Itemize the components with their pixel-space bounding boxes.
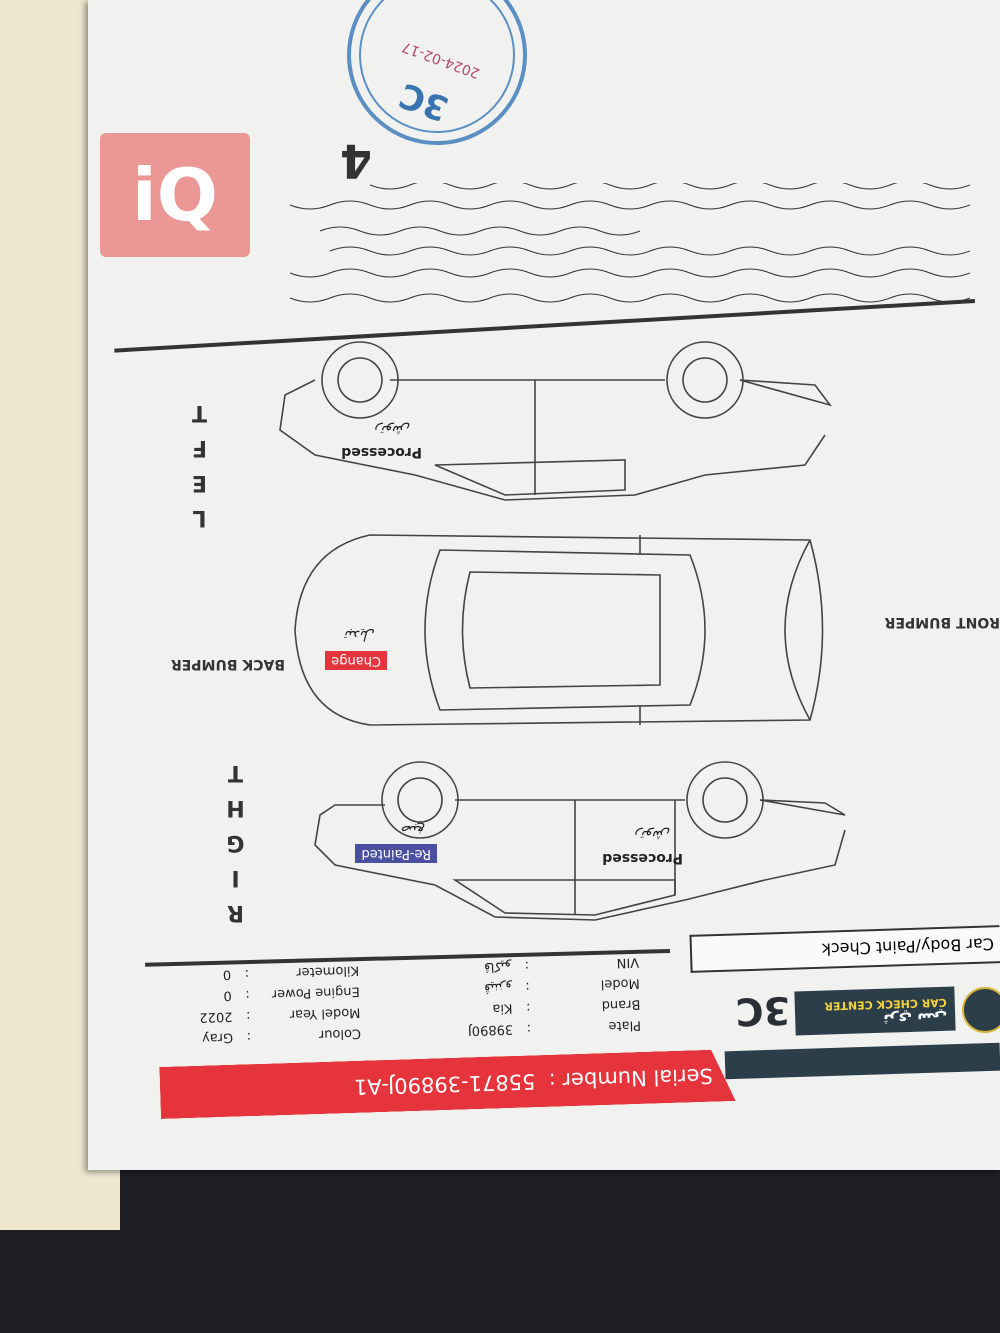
field-label: Brand	[601, 996, 641, 1013]
back-bumper-label: BACK BUMPER	[170, 656, 285, 672]
handwritten-note: صبغ	[401, 822, 425, 838]
field-label: Engine Power	[271, 983, 360, 1002]
handwritten-note: رتوش	[635, 827, 670, 843]
handwritten-number: 4	[339, 134, 372, 188]
section-title: Car Body/Paint Check	[689, 925, 1000, 973]
vehicle-info-right: Colour:Gray Model Year:2022 Engine Power…	[198, 956, 362, 1046]
change-badge: Change	[325, 651, 387, 670]
serial-value: 55871-39890J-A1	[353, 1069, 536, 1099]
field-value: Kia	[492, 1000, 513, 1016]
serial-banner: Serial Number : 55871-39890J-A1	[159, 1049, 735, 1119]
car-right-side-diagram	[314, 761, 846, 921]
iq-watermark-logo: iQ	[100, 133, 250, 257]
field-label: Colour	[318, 1025, 362, 1042]
processed-label: Processed	[341, 444, 422, 460]
field-value: 39890J	[467, 1021, 514, 1038]
field-value: 2022	[199, 1008, 233, 1025]
right-view-label: RIGHT	[223, 750, 248, 925]
handwritten-arabic-notes	[289, 183, 970, 303]
left-view-label: LEFT	[187, 390, 212, 530]
field-value: 0	[223, 987, 233, 1003]
car-left-side-diagram	[279, 341, 833, 501]
vehicle-info-left: Plate:39890J Brand:Kia Model:ڤينزو VIN:ڤ…	[466, 948, 642, 1037]
logo-emblem-icon	[962, 987, 1000, 1033]
field-value: Gray	[201, 1029, 234, 1046]
handwritten-note: تبديل	[345, 627, 375, 643]
brand-logo: ثري سي CAR CHECK CENTER	[794, 986, 956, 1036]
field-label: Model Year	[289, 1004, 361, 1022]
front-bumper-label: RONT BUMPER	[884, 614, 1000, 630]
field-value: ڤينزو	[484, 979, 513, 996]
car-top-diagram	[294, 534, 824, 726]
repainted-badge: Re-Painted	[355, 844, 437, 863]
field-label: Plate	[608, 1017, 642, 1034]
handwritten-note: رتوش	[375, 422, 410, 438]
header-bar	[724, 1042, 1000, 1080]
serial-label: Serial Number	[562, 1063, 714, 1093]
brand-short: 3C	[734, 988, 791, 1034]
processed-label: Processed	[602, 850, 683, 866]
field-label: Model	[600, 975, 640, 992]
